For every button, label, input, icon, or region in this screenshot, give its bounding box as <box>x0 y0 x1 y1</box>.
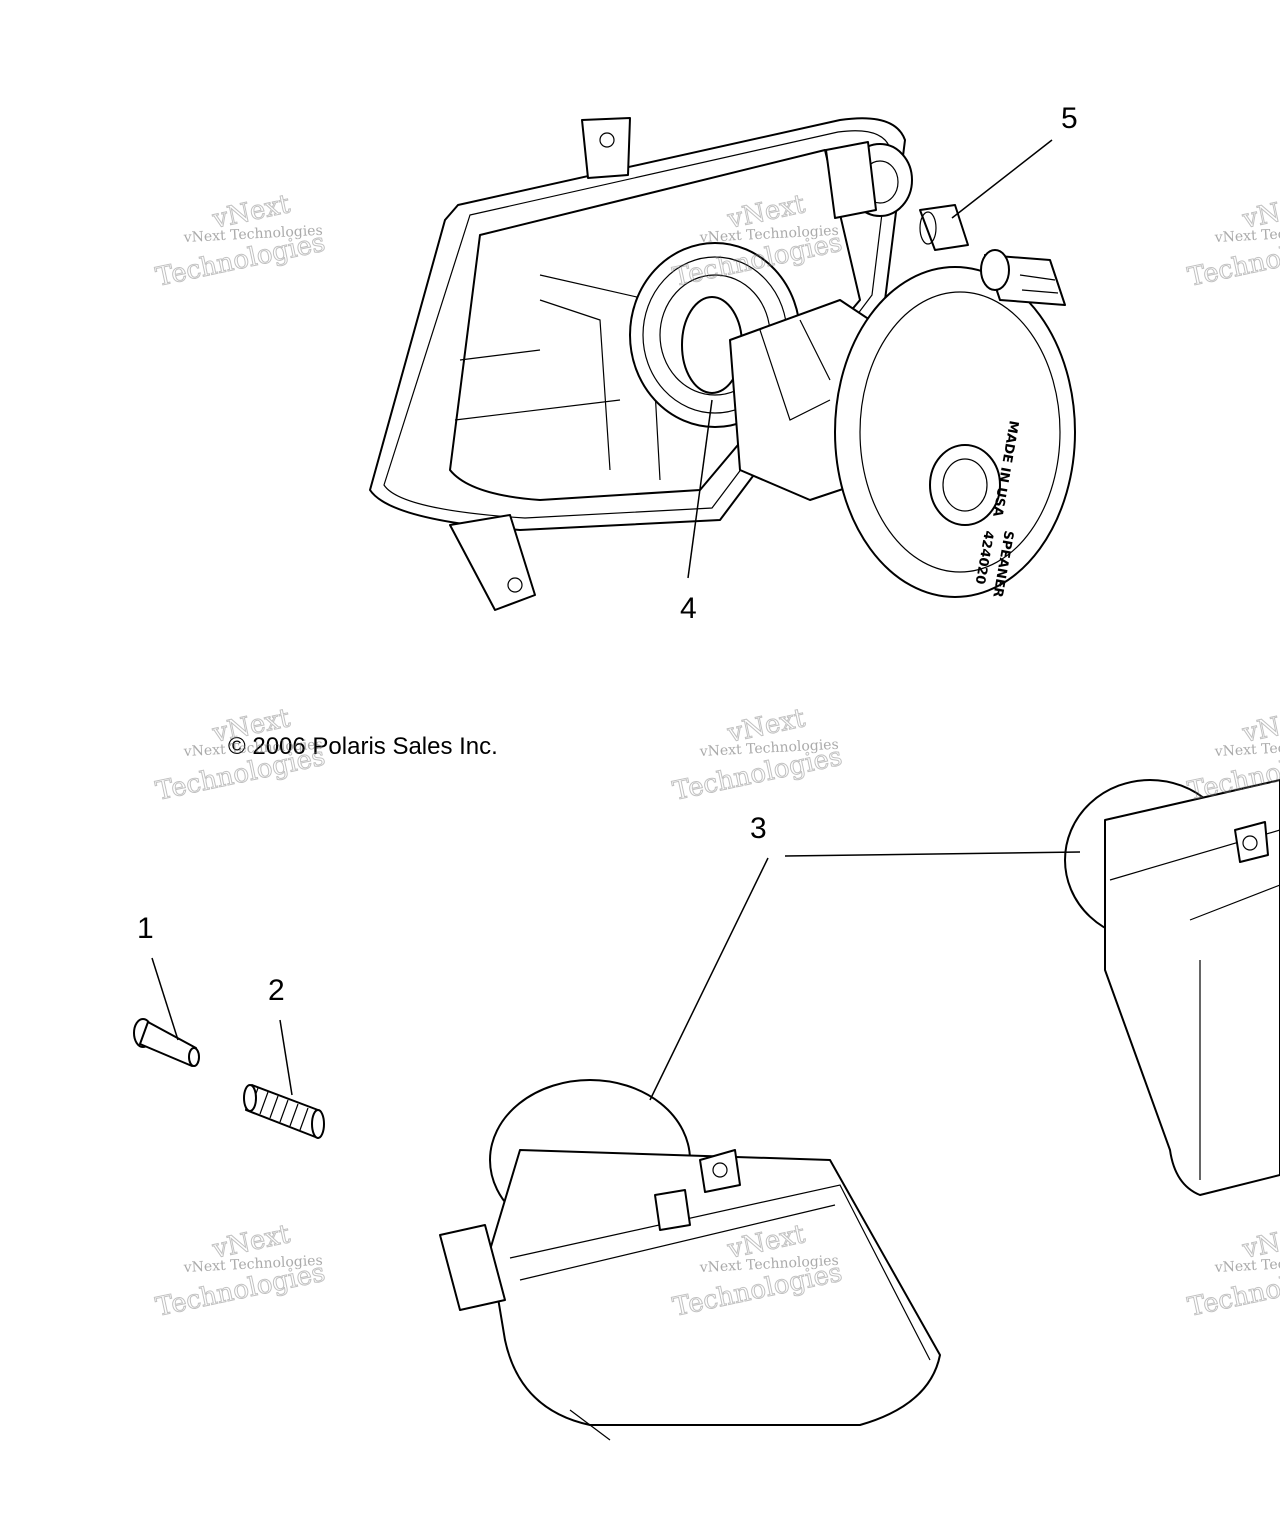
svg-text:vNext: vNext <box>1239 703 1280 749</box>
svg-text:vNext Technologies: vNext Technologies <box>698 223 839 246</box>
svg-text:vNext Technologies: vNext Technologies <box>1213 1253 1280 1276</box>
callout-4: 4 <box>680 592 697 625</box>
watermark-bottom-left: vNext Technologies vNext Technologies <box>153 1219 329 1324</box>
leader-5 <box>951 139 1053 219</box>
bulb-and-socket <box>919 204 1066 306</box>
callout-2: 2 <box>268 974 285 1007</box>
watermark-top-right: vNext Technologies vNext Technologies <box>1185 189 1280 294</box>
svg-text:vNext Technologies: vNext Technologies <box>1213 223 1280 246</box>
svg-text:vNext Technologies: vNext Technologies <box>182 737 323 760</box>
copyright-notice: © 2006 Polaris Sales Inc. <box>228 733 498 760</box>
pin-part <box>133 1018 200 1067</box>
leader-1 <box>151 957 179 1041</box>
spring-part <box>243 1084 325 1139</box>
callout-5: 5 <box>1061 102 1078 135</box>
callout-3: 3 <box>750 812 767 845</box>
watermark-middle-center: vNext Technologies vNext Technologies <box>670 703 846 808</box>
svg-text:vNext: vNext <box>1239 189 1280 235</box>
headlight-assembly-right <box>1064 779 1280 1196</box>
callout-1: 1 <box>137 912 154 945</box>
svg-text:vNext Technologies: vNext Technologies <box>698 737 839 760</box>
headlight-assembly-left <box>439 1079 941 1441</box>
leader-2 <box>279 1019 293 1096</box>
leader-lines <box>151 139 1081 1101</box>
leader-3-right <box>784 851 1081 857</box>
watermark-middle-left: vNext Technologies vNext Technologies <box>153 703 329 808</box>
headlight-housing-rear-view: MADE IN USA SPEANER 424020 <box>369 117 1076 611</box>
svg-text:vNext: vNext <box>1239 1219 1280 1265</box>
leader-3-left <box>649 857 769 1101</box>
watermark-top-left: vNext Technologies vNext Technologies <box>153 189 329 294</box>
svg-text:vNext Technologies: vNext Technologies <box>698 1253 839 1276</box>
svg-text:vNext Technologies: vNext Technologies <box>182 223 323 246</box>
leader-4 <box>687 399 713 579</box>
svg-text:vNext Technologies: vNext Technologies <box>182 1253 323 1276</box>
svg-text:vNext Technologies: vNext Technologies <box>1213 737 1280 760</box>
watermark-bottom-right: vNext Technologies vNext Technologies <box>1185 1219 1280 1324</box>
